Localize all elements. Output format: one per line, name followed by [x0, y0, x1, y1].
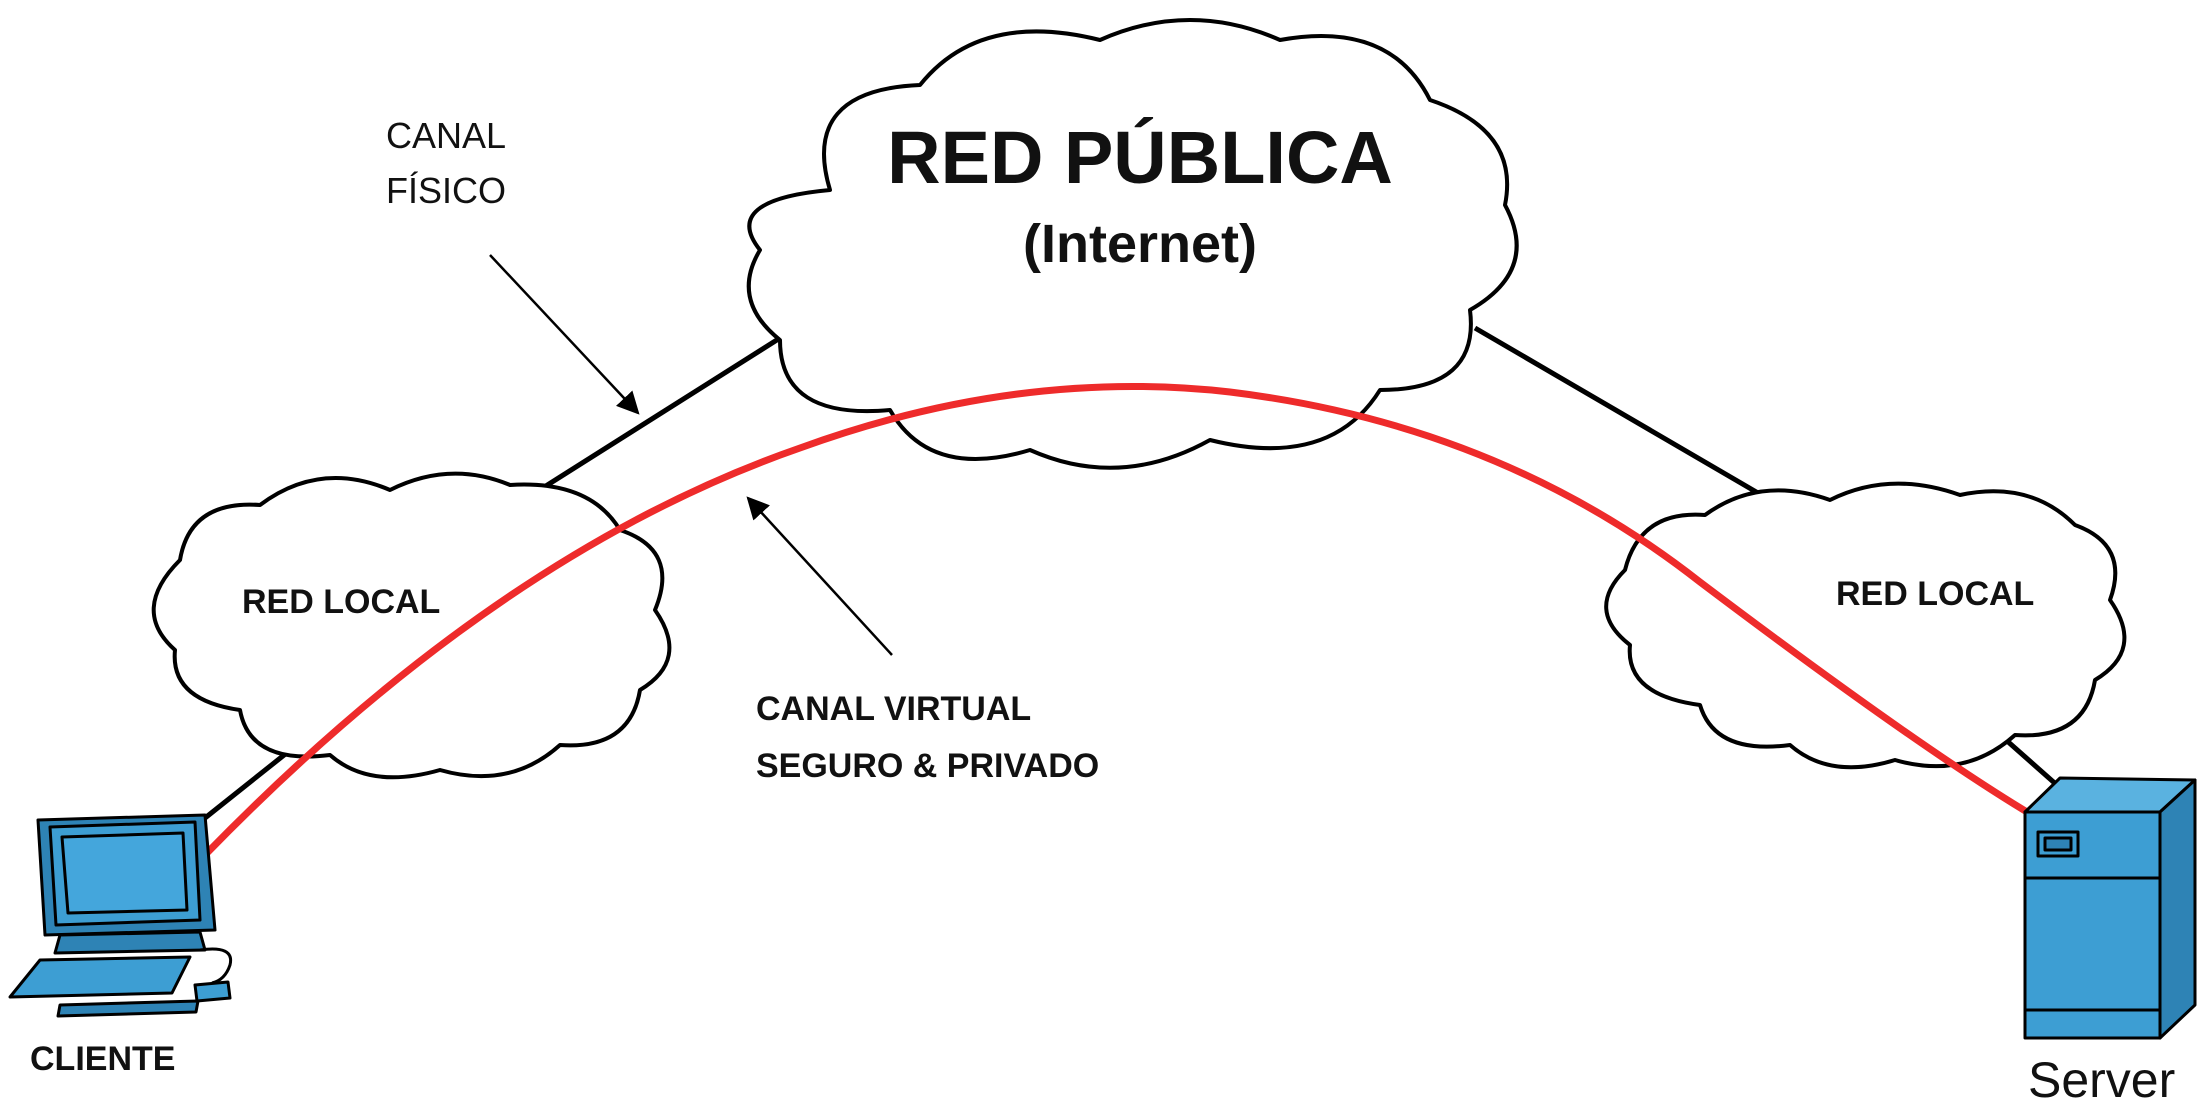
cloud-public	[746, 18, 1519, 470]
virtual-channel-label-line2: SEGURO & PRIVADO	[756, 747, 1099, 785]
server-label: Server	[2028, 1052, 2175, 1106]
virtual-channel-label-line1: CANAL VIRTUAL	[756, 690, 1031, 728]
desktop-computer-icon	[8, 813, 233, 1018]
client-label: CLIENTE	[30, 1040, 175, 1078]
physical-links	[198, 325, 2060, 824]
physical-channel-label-line1: CANAL	[386, 115, 506, 156]
physical-channel-arrow	[489, 254, 640, 415]
server-tower-icon	[2023, 776, 2197, 1040]
virtual-channel-arc	[201, 382, 2036, 859]
link-public-left	[528, 335, 782, 499]
right-local-network-label: RED LOCAL	[1836, 575, 2034, 613]
cloud-local-right	[1604, 481, 2127, 770]
cloud-local-left	[151, 471, 672, 780]
public-network-title: RED PÚBLICA	[887, 116, 1393, 199]
virtual-channel-arrow	[746, 496, 893, 656]
public-network-subtitle: (Internet)	[1023, 214, 1257, 274]
physical-channel-label-line2: FÍSICO	[386, 170, 506, 211]
link-public-right	[1473, 325, 1772, 503]
link-server-local	[2004, 738, 2060, 788]
left-local-network-label: RED LOCAL	[242, 583, 440, 621]
